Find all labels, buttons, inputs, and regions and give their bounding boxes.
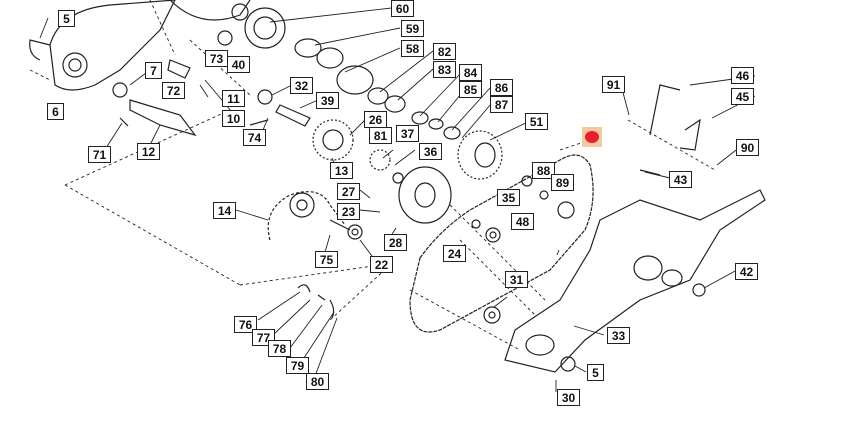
spoked-wheel-part [398,166,452,224]
callout-7[interactable]: 7 [145,62,162,79]
callout-22[interactable]: 22 [370,256,393,273]
callout-43[interactable]: 43 [669,171,692,188]
callout-27[interactable]: 27 [337,183,360,200]
callout-71[interactable]: 71 [88,146,111,163]
callout-42[interactable]: 42 [735,263,758,280]
callout-32[interactable]: 32 [290,77,313,94]
callout-91[interactable]: 91 [602,76,625,93]
callout-46[interactable]: 46 [731,67,754,84]
callout-36[interactable]: 36 [419,143,442,160]
callout-88[interactable]: 88 [532,162,555,179]
highlight-dot [585,131,599,143]
callout-40[interactable]: 40 [227,56,250,73]
callout-72[interactable]: 72 [162,82,185,99]
callout-26[interactable]: 26 [364,111,387,128]
callout-37[interactable]: 37 [396,125,419,142]
callout-10[interactable]: 10 [222,110,245,127]
callout-12[interactable]: 12 [137,143,160,160]
callout-82[interactable]: 82 [433,43,456,60]
gasket-part [409,154,594,333]
callout-73[interactable]: 73 [205,50,228,67]
callout-85[interactable]: 85 [459,81,482,98]
callout-24[interactable]: 24 [443,245,466,262]
callout-58[interactable]: 58 [401,40,424,57]
callout-84[interactable]: 84 [459,64,482,81]
callout-79[interactable]: 79 [286,357,309,374]
callout-28[interactable]: 28 [384,234,407,251]
small-gear-part [369,149,391,171]
callout-83[interactable]: 83 [433,61,456,78]
callout-35[interactable]: 35 [497,189,520,206]
callout-48[interactable]: 48 [511,213,534,230]
callout-39[interactable]: 39 [316,92,339,109]
callout-89[interactable]: 89 [551,174,574,191]
callout-60[interactable]: 60 [391,0,414,17]
sprocket-13-part [312,119,354,161]
callout-5-top[interactable]: 5 [58,10,75,27]
callout-86[interactable]: 86 [490,79,513,96]
callout-59[interactable]: 59 [401,20,424,37]
callout-6[interactable]: 6 [47,103,64,120]
callout-13[interactable]: 13 [330,162,353,179]
callout-33[interactable]: 33 [607,327,630,344]
callout-30[interactable]: 30 [557,389,580,406]
gear-51-part [457,130,503,180]
callout-76[interactable]: 76 [234,316,257,333]
ring-gear-part [316,47,344,69]
gearbox-housing-part [169,0,251,21]
callout-75[interactable]: 75 [315,251,338,268]
callout-45[interactable]: 45 [731,88,754,105]
lever-rod-part [129,99,197,137]
callout-87[interactable]: 87 [490,96,513,113]
callout-90[interactable]: 90 [736,139,759,156]
bracket-clip-part [679,118,701,151]
callout-78[interactable]: 78 [268,340,291,357]
callout-5-bottom[interactable]: 5 [587,364,604,381]
callout-81[interactable]: 81 [369,127,392,144]
drive-chain-part [267,191,346,241]
callout-74[interactable]: 74 [243,129,266,146]
callout-80[interactable]: 80 [306,373,329,390]
callout-23[interactable]: 23 [337,203,360,220]
callout-14[interactable]: 14 [213,202,236,219]
callout-11[interactable]: 11 [222,90,245,107]
chain-case-part [504,189,766,373]
handle-bar-part [649,84,681,136]
callout-31[interactable]: 31 [505,271,528,288]
callout-51[interactable]: 51 [525,113,548,130]
flange-plate-part [244,7,286,49]
